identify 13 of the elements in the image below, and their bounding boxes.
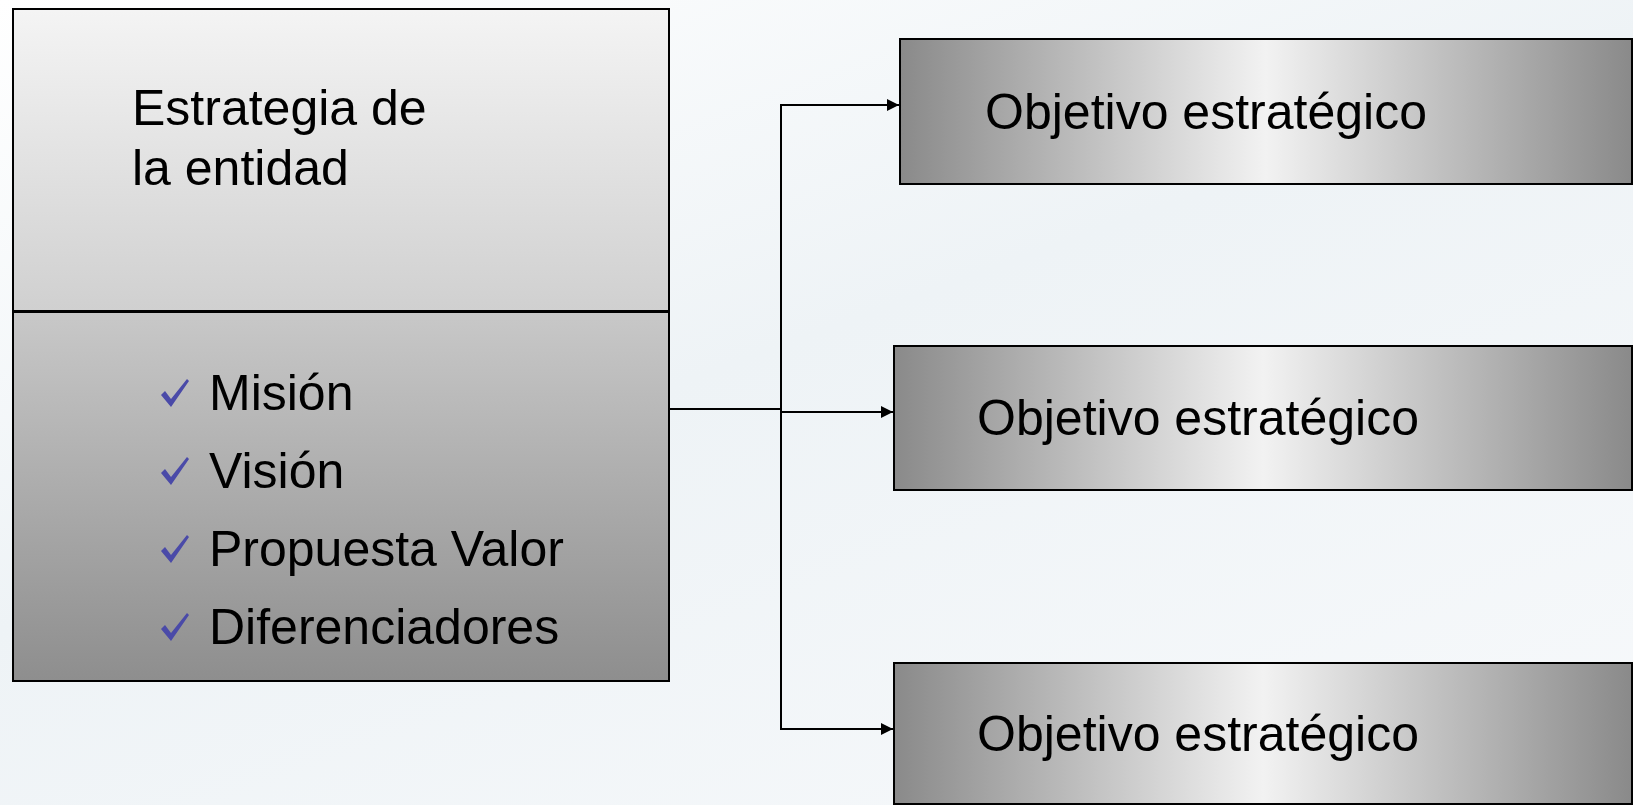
objective-box [899,38,1633,185]
list-item: Diferenciadores [209,598,560,657]
objective-box [893,345,1633,491]
list-item: Misión [209,364,354,423]
objective-text: Objetivo estratégico [977,704,1419,764]
header-box [12,8,670,312]
objective-text: Objetivo estratégico [977,389,1419,448]
list-item: Visión [209,442,345,501]
heading-text: Estrategia de la entidad [132,79,428,198]
objective-text: Objetivo estratégico [985,82,1427,142]
list-box [12,312,670,682]
list-item: Propuesta Valor [209,520,564,579]
objective-box [893,662,1633,805]
